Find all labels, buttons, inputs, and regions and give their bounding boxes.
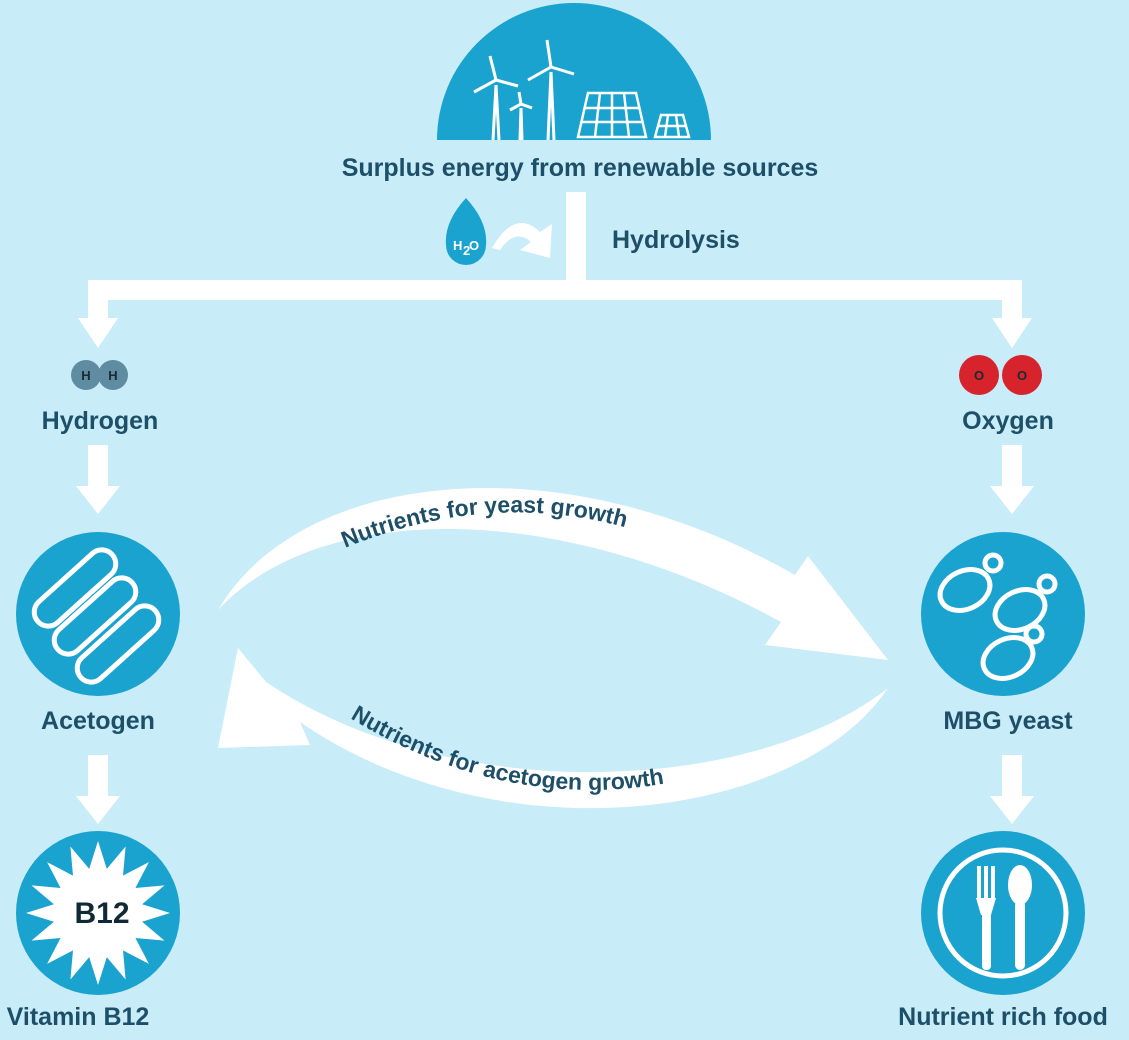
- arrow-yeast-to-food: [990, 755, 1034, 824]
- arrow-hydrogen-to-acetogen: [76, 445, 120, 514]
- vitamin-badge: B12: [74, 897, 129, 930]
- water-drop-icon: H 2 O: [445, 198, 487, 265]
- hydrogen-label: Hydrogen: [42, 407, 159, 435]
- svg-text:2: 2: [463, 243, 470, 258]
- solar-panel-icon: [576, 91, 691, 139]
- down-arrows: [76, 445, 1034, 824]
- bacteria-icon: [31, 547, 162, 685]
- water-flow-arrow: [492, 223, 552, 258]
- arrow-to-yeast: [218, 487, 888, 660]
- arrow-acetogen-to-b12: [76, 755, 120, 824]
- wind-turbine-icon: [473, 39, 575, 141]
- yeast-circle: [921, 532, 1085, 696]
- yeast-cells-icon: [937, 552, 1058, 681]
- arrow-oxygen-to-yeast: [990, 445, 1034, 514]
- starburst-icon: [26, 841, 170, 985]
- vitamin-circle: B12: [16, 831, 180, 995]
- hydrogen-atom-1: H: [81, 368, 90, 383]
- yeast-label: MBG yeast: [943, 707, 1073, 735]
- fork-spoon-icon: [976, 865, 1032, 970]
- food-circle: [921, 831, 1085, 995]
- energy-label: Surplus energy from renewable sources: [342, 154, 819, 182]
- svg-text:H: H: [453, 238, 462, 253]
- hydrolysis-label: Hydrolysis: [612, 226, 740, 254]
- energy-dome: [437, 3, 711, 140]
- arrow-to-acetogen: [218, 648, 888, 809]
- acetogen-circle: [16, 532, 180, 696]
- oxygen-label: Oxygen: [962, 407, 1054, 435]
- hydrogen-atom-2: H: [108, 368, 117, 383]
- hydrolysis-arrows: [78, 192, 1032, 348]
- vitamin-label: Vitamin B12: [7, 1003, 150, 1031]
- svg-text:O: O: [469, 238, 479, 253]
- oxygen-atom-1: O: [974, 368, 984, 383]
- oxygen-atom-2: O: [1017, 368, 1027, 383]
- nutrients-to-acetogen-label: Nutrients for acetogen growth: [347, 700, 665, 795]
- renewable-energy-dome: [437, 3, 711, 141]
- oxygen-molecule-icon: O O: [959, 355, 1042, 395]
- hydrogen-molecule-icon: H H: [71, 360, 128, 390]
- acetogen-label: Acetogen: [41, 707, 155, 735]
- food-label: Nutrient rich food: [898, 1003, 1108, 1031]
